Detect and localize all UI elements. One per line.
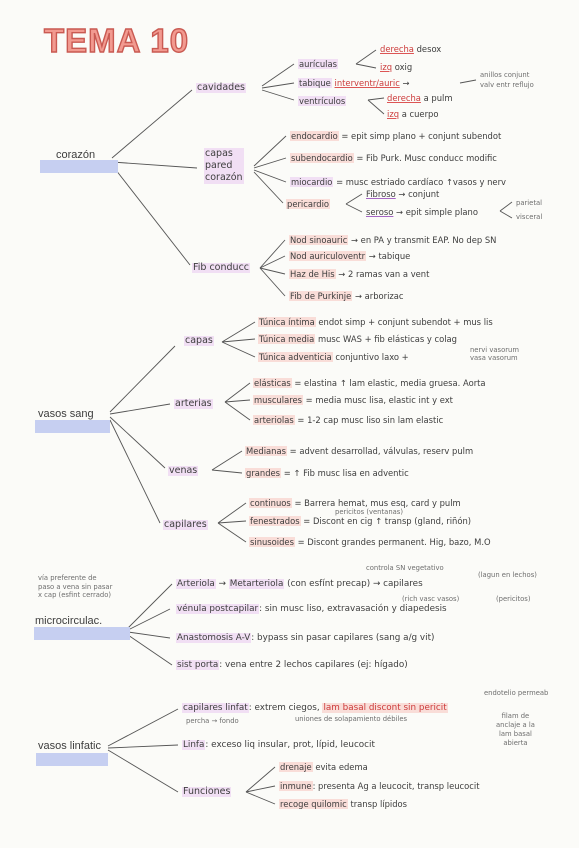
- note-lagunas: (lagun en lechos): [478, 571, 537, 579]
- item-capilares-linfat: capilares linfat: extrem ciegos, lam bas…: [182, 703, 448, 713]
- item-tunica-adventicia: Túnica adventicia conjuntivo laxo +: [258, 352, 409, 362]
- item-musculares: musculares = media musc lisa, elastic in…: [253, 395, 453, 405]
- note-rich-vasc: (rich vasc vasos): [402, 595, 460, 603]
- note-pericitos-micro: (pericitos): [496, 595, 531, 603]
- item-tunica-intima: Túnica íntima endot simp + conjunt suben…: [258, 317, 493, 327]
- item-nod-auriculoventr: Nod auriculoventr → tabique: [289, 251, 411, 261]
- item-derecha-desox: derecha desox: [380, 44, 442, 54]
- item-tunica-media: Túnica media musc WAS + fib elásticas y …: [258, 334, 457, 344]
- item-izq-cuerpo: izq a cuerpo: [387, 109, 439, 119]
- item-elasticas: elásticas = elastina ↑ lam elastic, medi…: [253, 378, 486, 388]
- node-arterias: arterias: [174, 398, 213, 409]
- highlight-bar: [36, 753, 108, 766]
- node-pericardio: pericardio: [286, 199, 331, 209]
- section-corazon: corazón: [56, 149, 96, 161]
- section-microcirculac: microcirculac.: [35, 615, 103, 627]
- section-vasos-linfatic: vasos linfatic: [38, 740, 101, 752]
- section-vasos-sang: vasos sang: [38, 408, 94, 420]
- item-sinusoides: sinusoides = Discont grandes permanent. …: [249, 537, 491, 547]
- item-tabique: tabique interventr/auric →: [298, 78, 410, 88]
- item-arteriolas: arteriolas = 1-2 cap musc liso sin lam e…: [253, 415, 444, 425]
- item-derecha-pulm: derecha a pulm: [387, 93, 453, 103]
- highlight-bar: [34, 627, 130, 640]
- item-miocardio: miocardio = musc estriado cardíaco ↑vaso…: [290, 177, 506, 187]
- item-fib-purkinje: Fib de Purkinje → arborizac: [289, 291, 404, 301]
- node-venas: venas: [168, 465, 199, 476]
- item-recoge-quilomic: recoge quilomic transp lípidos: [279, 799, 408, 809]
- item-anastomosis: Anastomosis A-V: bypass sin pasar capila…: [176, 633, 435, 643]
- item-venula: vénula postcapilar: sin musc liso, extra…: [176, 604, 447, 614]
- highlight-bar: [35, 420, 110, 433]
- node-ventriculos: ventrículos: [298, 96, 347, 106]
- node-capilares: capilares: [163, 519, 208, 530]
- item-fenestrados: fenestrados = Discont en cig ↑ transp (g…: [249, 516, 472, 526]
- node-auriculas: aurículas: [298, 59, 338, 69]
- item-haz-his: Haz de His → 2 ramas van a vent: [289, 269, 430, 279]
- item-grandes: grandes = ↑ Fib musc lisa en adventic: [245, 468, 409, 478]
- note-pericitos: pericitos (ventanas): [335, 508, 403, 516]
- item-medianas: Medianas = advent desarrollad, válvulas,…: [245, 446, 474, 456]
- item-drenaje: drenaje evita edema: [279, 762, 368, 772]
- item-fibroso: Fibroso → conjunt: [366, 189, 440, 199]
- note-uniones: uniones de solapamiento débiles: [295, 715, 408, 723]
- item-nod-sinoauric: Nod sinoauric → en PA y transmit EAP. No…: [289, 235, 497, 245]
- item-continuos: continuos = Barrera hemat, mus esq, card…: [249, 498, 461, 508]
- highlight-bar: [40, 160, 118, 173]
- item-izq-oxig: izq oxig: [380, 62, 413, 72]
- node-cavidades: cavidades: [196, 82, 246, 93]
- item-arteriola: Arteriola → Metarteriola (con esfínt pre…: [176, 579, 423, 589]
- item-inmune: inmune: presenta Ag a leucocit, transp l…: [279, 781, 480, 791]
- node-fib-conducc: Fib conducc: [192, 262, 251, 273]
- note-percha: percha → fondo: [186, 717, 239, 725]
- note-endotelio: endotelio permeab: [484, 689, 549, 697]
- item-subendocardio: subendocardio = Fib Purk. Musc conducc m…: [290, 153, 497, 163]
- node-funciones: Funciones: [182, 786, 232, 797]
- item-seroso: seroso → epit simple plano: [366, 207, 478, 217]
- note-controla-sn: controla SN vegetativo: [366, 564, 444, 572]
- page-title: TEMA 10: [43, 21, 190, 59]
- item-endocardio: endocardio = epit simp plano + conjunt s…: [290, 131, 502, 141]
- node-capas: capas: [184, 335, 214, 346]
- item-sist-porta: sist porta: vena entre 2 lechos capilare…: [176, 660, 408, 670]
- item-linfa: Linfa: exceso liq insular, prot, lípid, …: [182, 740, 375, 750]
